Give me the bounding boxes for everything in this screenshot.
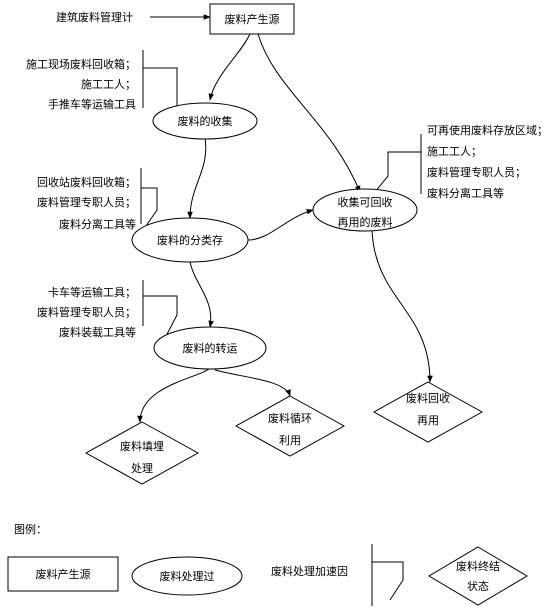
legend-accelerator-bracket bbox=[371, 544, 404, 606]
transport-note-1: 卡车等运输工具； bbox=[48, 285, 136, 299]
source-to-collect-arrow bbox=[208, 33, 251, 101]
recoverable-note-1: 可再使用废料存放区域； bbox=[427, 123, 548, 137]
recoverable-note-3: 废料管理专职人员； bbox=[427, 165, 526, 179]
legend-terminal-diamond bbox=[428, 546, 528, 606]
sort-note-1: 回收站废料回收箱； bbox=[37, 175, 136, 189]
reuse-label-1: 废料回收 bbox=[406, 391, 450, 405]
transport-to-landfill-arrow bbox=[137, 367, 211, 423]
recoverable-note-4: 废料分离工具等 bbox=[427, 186, 504, 200]
legend-terminal-label-2: 状态 bbox=[467, 579, 489, 593]
recoverable-note-2: 施工工人； bbox=[427, 145, 482, 158]
source-node bbox=[209, 3, 295, 35]
transport-note-3: 废料装载工具等 bbox=[59, 325, 136, 339]
recoverable-to-reuse-arrow bbox=[371, 229, 433, 383]
collect-note-2: 施工工人； bbox=[81, 78, 136, 91]
landfill-node bbox=[84, 421, 200, 485]
collect-node bbox=[152, 102, 258, 140]
sort-accelerator-bracket bbox=[140, 168, 158, 227]
legend-source-label: 废料产生源 bbox=[36, 567, 91, 581]
recycle-label-1: 废料循环 bbox=[268, 411, 312, 425]
legend-process-ellipse bbox=[131, 556, 243, 596]
sort-note-3: 废料分离工具等 bbox=[59, 217, 136, 231]
reuse-label-2: 再用 bbox=[417, 414, 439, 427]
source-label: 废料产生源 bbox=[225, 12, 280, 26]
sort-node bbox=[131, 217, 249, 263]
sort-label: 废料的分类存 bbox=[157, 233, 223, 247]
recoverable-accelerator-bracket bbox=[374, 134, 422, 194]
collect-note-1: 施工现场废料回收箱； bbox=[26, 57, 136, 71]
collect-label: 废料的收集 bbox=[178, 114, 233, 128]
recoverable-label-1: 收集可回收 bbox=[338, 195, 393, 209]
source-to-recoverable-arrow bbox=[257, 33, 361, 193]
recycle-label-2: 利用 bbox=[279, 434, 301, 447]
legend-source-box bbox=[7, 556, 119, 592]
transport-note-2: 废料管理专职人员； bbox=[37, 305, 136, 319]
sort-to-recoverable-arrow bbox=[247, 209, 314, 241]
transport-to-recycle-arrow bbox=[214, 369, 291, 397]
legend-terminal-label-1: 废料终结 bbox=[456, 559, 500, 573]
collect-note-3: 手推车等运输工具 bbox=[48, 97, 136, 111]
recycle-node bbox=[234, 395, 346, 457]
recoverable-node bbox=[312, 188, 418, 232]
legend-accelerator-label: 废料处理加速因 bbox=[271, 564, 348, 578]
transport-node bbox=[153, 326, 267, 370]
recoverable-label-2: 再用的废料 bbox=[338, 215, 393, 229]
legend-process-label: 废料处理过 bbox=[160, 569, 215, 583]
sort-note-2: 废料管理专职人员； bbox=[37, 195, 136, 209]
landfill-label-1: 废料填埋 bbox=[120, 439, 164, 453]
reuse-node bbox=[372, 381, 484, 443]
transport-label: 废料的转运 bbox=[183, 341, 238, 355]
collect-to-sort-arrow bbox=[187, 137, 207, 219]
sort-to-transport-arrow bbox=[189, 261, 214, 328]
source-note: 建筑废料管理计 bbox=[56, 10, 133, 24]
legend-title: 图例： bbox=[14, 522, 47, 536]
landfill-label-2: 处理 bbox=[131, 462, 153, 475]
transport-accelerator-bracket bbox=[142, 280, 178, 339]
